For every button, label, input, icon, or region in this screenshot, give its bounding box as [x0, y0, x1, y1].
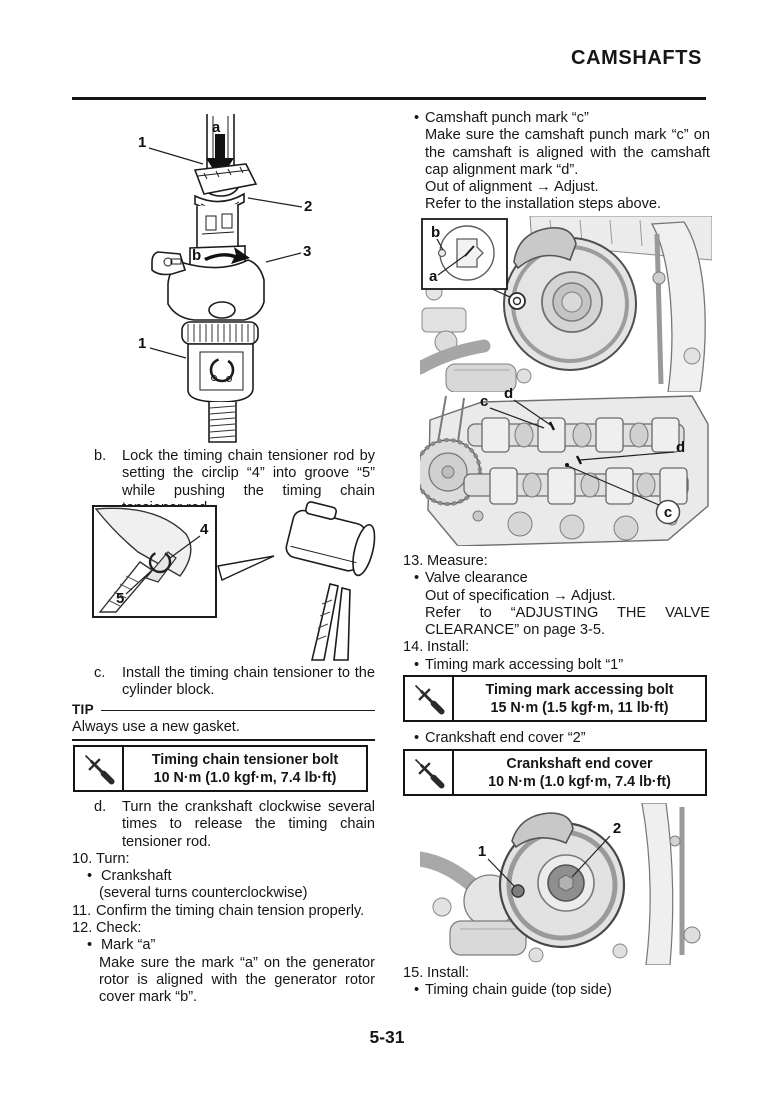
item-13-result: Out of specification → Adjust.	[425, 587, 616, 604]
page-number: 5-31	[369, 1027, 405, 1047]
item-12-number: 12.	[72, 920, 93, 937]
item-14-bullet: Timing mark accessing bolt “1”	[425, 656, 624, 673]
item-13-number: 13.	[403, 553, 424, 569]
item-10-note: (several turns counterclockwise)	[99, 885, 308, 902]
fig-cover-label-2: 2	[613, 820, 621, 837]
torque-value: 10 N·m (1.0 kgf·m, 7.4 lb·ft)	[488, 773, 671, 790]
tip-label: TIP	[72, 701, 94, 717]
torque-value: 10 N·m (1.0 kgf·m, 7.4 lb·ft)	[153, 769, 337, 786]
item-12-detail: Make sure the mark “a” on the generator …	[99, 954, 375, 1006]
torque-wrench-icon	[75, 747, 124, 790]
header-divider	[72, 97, 706, 100]
item-14-title: Install:	[427, 639, 470, 656]
tip-text: Always use a new gasket.	[72, 719, 240, 735]
punch-mark-detail: Make sure the camshaft punch mark “c” on…	[425, 127, 710, 178]
fig-cam-label-c-top: c	[480, 393, 488, 410]
item-15-number: 15.	[403, 965, 424, 981]
torque-value: 15 N·m (1.5 kgf·m, 11 lb·ft)	[490, 699, 669, 716]
item-11-title: Confirm the timing chain tension properl…	[96, 902, 365, 919]
list-item-11: 11. Confirm the timing chain tension pro…	[72, 903, 375, 920]
figure-rotor-cover-illustration: b a	[420, 216, 712, 392]
item-12-bullet: Mark “a”	[101, 937, 156, 954]
punch-mark-result: Out of alignment → Adjust.	[425, 179, 599, 196]
torque-spec-box-end-cover: Crankshaft end cover 10 N·m (1.0 kgf·m, …	[403, 749, 707, 796]
torque-wrench-icon	[405, 677, 454, 720]
item-14-number: 14.	[403, 639, 424, 656]
step-c: c. Install the timing chain tensioner to…	[94, 665, 375, 700]
bullet-dot: •	[414, 982, 420, 999]
bullet-dot: •	[414, 570, 420, 587]
fig-cover-label-1: 1	[478, 843, 486, 860]
fig-cam-label-c-bottom: c	[664, 504, 672, 521]
tip-bottom-rule	[72, 739, 375, 741]
torque-spec-box-tensioner-bolt: Timing chain tensioner bolt 10 N·m (1.0 …	[73, 745, 368, 792]
install-chain-guide-section: 15. Install: • Timing chain guide (top s…	[403, 965, 710, 1000]
list-item-10: 10. Turn: • Crankshaft (several turns co…	[72, 851, 375, 903]
step-d-label: d.	[94, 799, 107, 815]
figure-end-cover-illustration: 1 2	[420, 803, 701, 965]
end-cover-bullet: • Crankshaft end cover “2”	[403, 730, 710, 747]
fig-cam-label-d-top: d	[504, 388, 513, 402]
left-procedure-list: d. Turn the crankshaft clockwise several…	[72, 799, 375, 1007]
step-b-label: b.	[94, 448, 107, 464]
item-10-number: 10.	[72, 850, 93, 867]
tip-rule	[100, 709, 375, 712]
step-d-text: Turn the crankshaft clockwise several ti…	[122, 799, 375, 850]
fig-tensioner-label-1-bottom: 1	[138, 335, 146, 352]
bullet-dot: •	[414, 656, 420, 673]
list-item-14: 14. Install: • Timing mark accessing bol…	[403, 639, 710, 674]
torque-wrench-icon	[405, 751, 454, 794]
bullet-dot: •	[87, 937, 93, 954]
item-10-title: Turn:	[96, 850, 130, 867]
item-15-title: Install:	[427, 965, 470, 981]
fig-tensioner-label-1-top: 1	[138, 134, 146, 151]
item-13-bullet: Valve clearance	[425, 570, 528, 587]
punch-mark-section: • Camshaft punch mark “c” Make sure the …	[403, 110, 710, 214]
torque-title: Timing mark accessing bolt	[485, 681, 674, 698]
fig-circlip-label-5: 5	[116, 590, 124, 607]
step-c-text: Install the timing chain tensioner to th…	[122, 665, 375, 699]
right-procedure-list: 13. Measure: • Valve clearance Out of sp…	[403, 553, 710, 674]
fig-tensioner-label-b: b	[192, 247, 201, 264]
punch-mark-title: Camshaft punch mark “c”	[425, 110, 589, 126]
punch-mark-refer: Refer to the installation steps above.	[425, 196, 662, 213]
step-c-label: c.	[94, 665, 106, 681]
figure-tensioner-illustration: a 1 2 b 3	[138, 114, 312, 443]
bullet-dot: •	[414, 110, 420, 126]
bullet-dot: •	[87, 868, 93, 885]
fig-rotor-label-a: a	[429, 268, 438, 285]
step-b: b. Lock the timing chain tensioner rod b…	[94, 448, 375, 517]
tip-block: TIP Always use a new gasket.	[72, 701, 375, 741]
step-b-text: Lock the timing chain tensioner rod by s…	[122, 448, 375, 516]
torque-title: Timing chain tensioner bolt	[151, 751, 339, 768]
page-title: CAMSHAFTS	[571, 47, 702, 69]
fig-tensioner-label-3: 3	[303, 243, 311, 260]
end-cover-bullet-text: Crankshaft end cover “2”	[425, 730, 586, 746]
fig-circlip-label-4: 4	[200, 521, 209, 538]
list-item-13: 13. Measure: • Valve clearance Out of sp…	[403, 553, 710, 639]
fig-rotor-label-b: b	[431, 224, 440, 241]
item-12-title: Check:	[96, 920, 142, 937]
fig-cam-label-d-right: d	[676, 439, 685, 456]
bullet-dot: •	[414, 730, 420, 746]
fig-tensioner-label-a: a	[212, 119, 221, 136]
torque-spec-box-accessing-bolt: Timing mark accessing bolt 15 N·m (1.5 k…	[403, 675, 707, 722]
item-13-title: Measure:	[427, 553, 488, 569]
item-13-refer: Refer to “ADJUSTING THE VALVE CLEARANCE”…	[425, 604, 710, 639]
list-item-15: 15. Install: • Timing chain guide (top s…	[403, 965, 710, 1000]
item-10-bullet: Crankshaft	[101, 868, 172, 885]
figure-camshaft-illustration: c d d c	[420, 388, 709, 546]
item-11-number: 11.	[72, 902, 92, 919]
list-item-12: 12. Check: • Mark “a” Make sure the mark…	[72, 920, 375, 1006]
fig-tensioner-label-2: 2	[304, 198, 312, 215]
item-15-bullet: Timing chain guide (top side)	[425, 982, 612, 999]
torque-title: Crankshaft end cover	[506, 755, 653, 772]
figure-circlip-illustration: 4 5	[92, 501, 376, 661]
